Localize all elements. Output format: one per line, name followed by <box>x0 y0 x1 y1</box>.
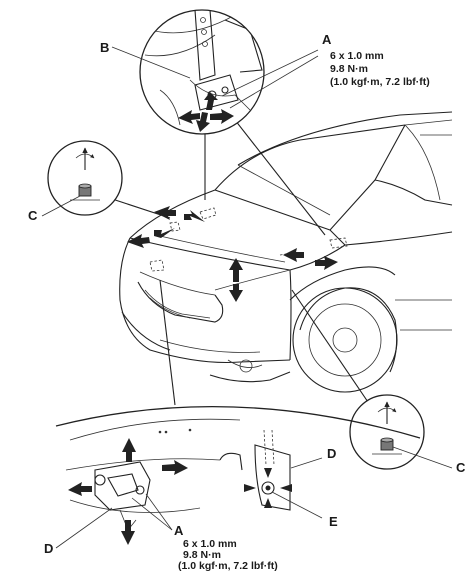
bolt-icon <box>70 183 100 201</box>
vehicle-outline <box>119 111 453 393</box>
bolt-detail-right <box>349 394 425 470</box>
spec-top-size: 6 x 1.0 mm <box>330 50 384 62</box>
spec-bottom-alt: (1.0 kgf·m, 7.2 lbf·ft) <box>178 560 278 572</box>
callout-c-left: C <box>28 208 38 223</box>
torque-spec-top: 6 x 1.0 mm 9.8 N·m (1.0 kgf·m, 7.2 lbf·f… <box>330 50 430 88</box>
bolt-icon <box>372 437 402 455</box>
callout-d-left: D <box>44 541 53 556</box>
spec-bottom-size: 6 x 1.0 mm <box>183 538 237 550</box>
callout-leaders <box>41 46 453 549</box>
callout-e: E <box>329 514 338 529</box>
callout-d-right: D <box>327 446 336 461</box>
callout-a-bottom: A <box>174 523 184 538</box>
callout-c-right: C <box>456 460 466 475</box>
callout-a-top: A <box>322 32 332 47</box>
spec-bottom-torque: 9.8 N·m <box>183 549 221 561</box>
torque-spec-bottom: 6 x 1.0 mm 9.8 N·m (1.0 kgf·m, 7.2 lbf·f… <box>178 538 278 572</box>
bolt-detail-left <box>47 140 123 216</box>
callout-b: B <box>100 40 109 55</box>
spec-top-torque: 9.8 N·m <box>330 63 368 75</box>
latch-detail-view <box>55 406 421 545</box>
hinge-detail-view <box>139 9 265 135</box>
spec-top-alt: (1.0 kgf·m, 7.2 lbf·ft) <box>330 76 430 88</box>
adjust-arrow-icon <box>127 206 338 302</box>
